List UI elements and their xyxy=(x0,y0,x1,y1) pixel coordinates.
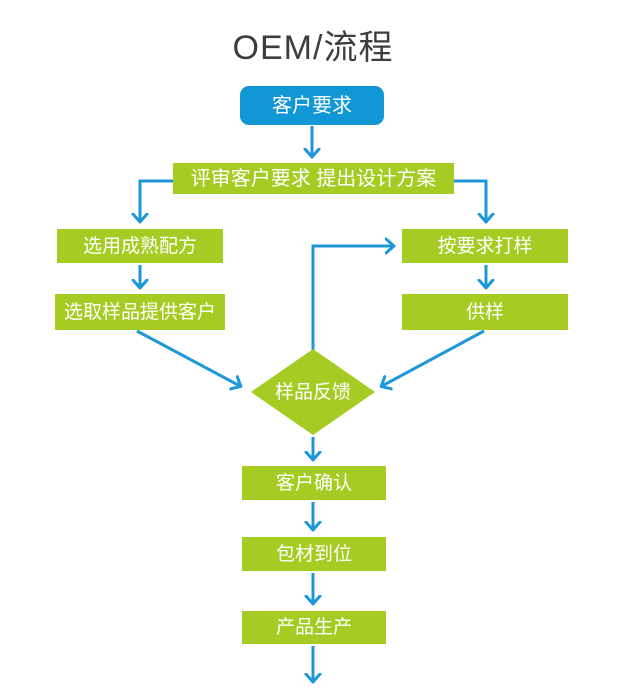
node-label: 客户要求 xyxy=(272,94,352,117)
arrow-feedback-loop-to-sample-to-spec xyxy=(311,246,393,350)
node-production: 产品生产 xyxy=(242,611,386,644)
page-title: OEM/流程 xyxy=(232,29,394,67)
node-label: 客户确认 xyxy=(275,472,352,494)
node-label: 选取样品提供客户 xyxy=(63,301,216,323)
node-customer-confirm: 客户确认 xyxy=(242,466,386,500)
arrow-provide-samples-to-feedback xyxy=(136,329,240,386)
node-sample-to-spec: 按要求打样 xyxy=(402,229,568,263)
arrow-review-to-formula xyxy=(140,179,173,221)
node-mature-formula: 选用成熟配方 xyxy=(57,229,223,263)
node-provide-samples: 选取样品提供客户 xyxy=(55,294,225,330)
node-label: 选用成熟配方 xyxy=(82,235,197,257)
node-label: 供样 xyxy=(465,301,504,323)
node-supply-sample: 供样 xyxy=(402,294,568,330)
node-label: 样品反馈 xyxy=(274,381,351,403)
arrow-review-to-sample-to-spec xyxy=(454,179,486,221)
arrow-supply-to-feedback xyxy=(382,329,485,386)
node-label: 产品生产 xyxy=(275,617,352,638)
node-label: 评审客户要求 提出设计方案 xyxy=(190,167,437,190)
node-customer-request: 客户要求 xyxy=(240,86,384,125)
node-label: 包材到位 xyxy=(275,543,352,565)
node-review-requirements: 评审客户要求 提出设计方案 xyxy=(173,163,454,194)
node-sample-feedback: 样品反馈 xyxy=(251,349,375,435)
node-packaging-ready: 包材到位 xyxy=(242,537,386,571)
node-label: 按要求打样 xyxy=(437,235,533,257)
